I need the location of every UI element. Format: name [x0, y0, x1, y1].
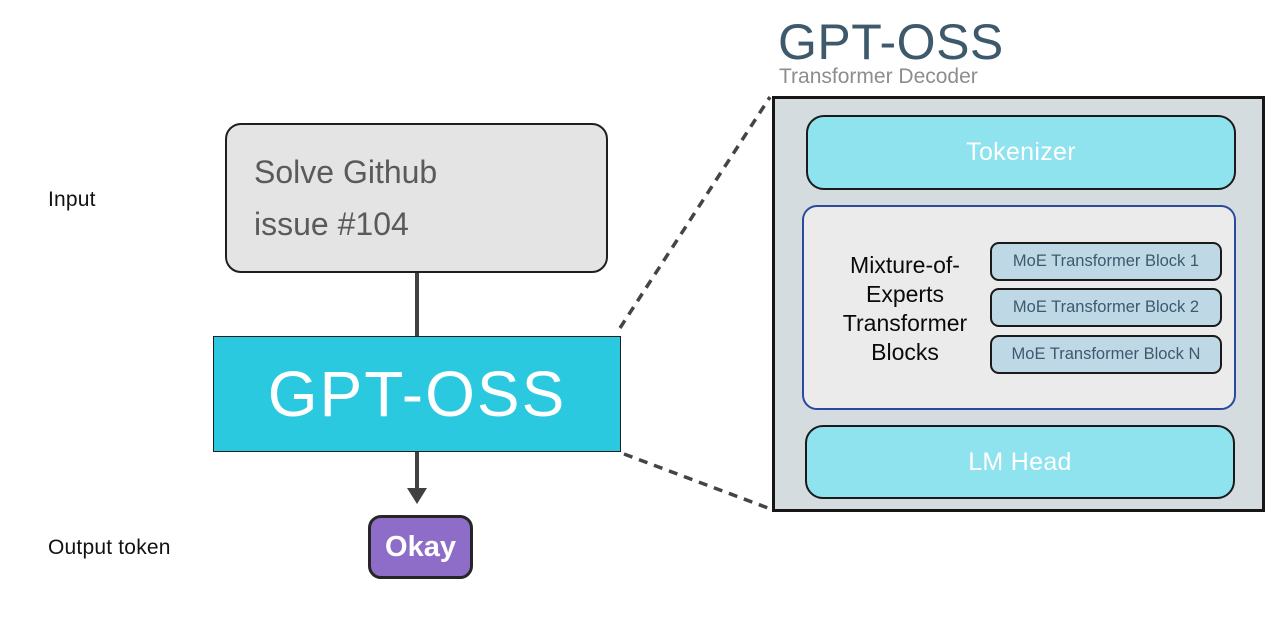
moe-transformer-block-n-label: MoE Transformer Block N [1011, 345, 1201, 363]
moe-label-line-2: Experts [866, 281, 944, 307]
tokenizer-box: Tokenizer [806, 115, 1236, 190]
moe-blocks-panel: Mixture-of- Experts Transformer Blocks M… [802, 205, 1236, 410]
moe-transformer-block-1-label: MoE Transformer Block 1 [1012, 252, 1200, 270]
output-token-box: Okay [368, 515, 473, 579]
moe-label-line-1: Mixture-of- [850, 252, 960, 278]
decoder-title: GPT-OSS [778, 14, 1004, 70]
output-token-text: Okay [385, 530, 456, 563]
down-arrow-stem [415, 452, 419, 488]
prompt-text-line-2: issue #104 [254, 206, 409, 242]
down-arrow-icon [407, 488, 427, 504]
prompt-text-line-1: Solve Github [254, 154, 438, 190]
decoder-subtitle: Transformer Decoder [779, 65, 978, 88]
transformer-decoder-panel: Tokenizer Mixture-of- Experts Transforme… [772, 96, 1265, 512]
output-token-label: Output token [48, 536, 171, 559]
moe-transformer-block-2-label: MoE Transformer Block 2 [1012, 298, 1200, 316]
lm-head-box: LM Head [805, 425, 1235, 499]
lm-head-label: LM Head [968, 447, 1072, 476]
moe-label-line-4: Blocks [871, 339, 939, 365]
moe-transformer-block-2: MoE Transformer Block 2 [990, 288, 1222, 327]
dashed-line-bottom [623, 452, 769, 510]
moe-transformer-block-n: MoE Transformer Block N [990, 335, 1222, 374]
moe-label-line-3: Transformer [842, 310, 968, 336]
dashed-line-top [618, 96, 772, 329]
input-label: Input [48, 188, 96, 211]
moe-transformer-block-1: MoE Transformer Block 1 [990, 242, 1222, 281]
moe-panel-label: Mixture-of- Experts Transformer Blocks [816, 251, 994, 367]
prompt-box: Solve Github issue #104 [225, 123, 608, 273]
gpt-oss-model-box: GPT-OSS [213, 336, 621, 452]
gpt-oss-model-label: GPT-OSS [267, 358, 567, 430]
tokenizer-label: Tokenizer [966, 138, 1076, 166]
connector-line [415, 273, 419, 337]
